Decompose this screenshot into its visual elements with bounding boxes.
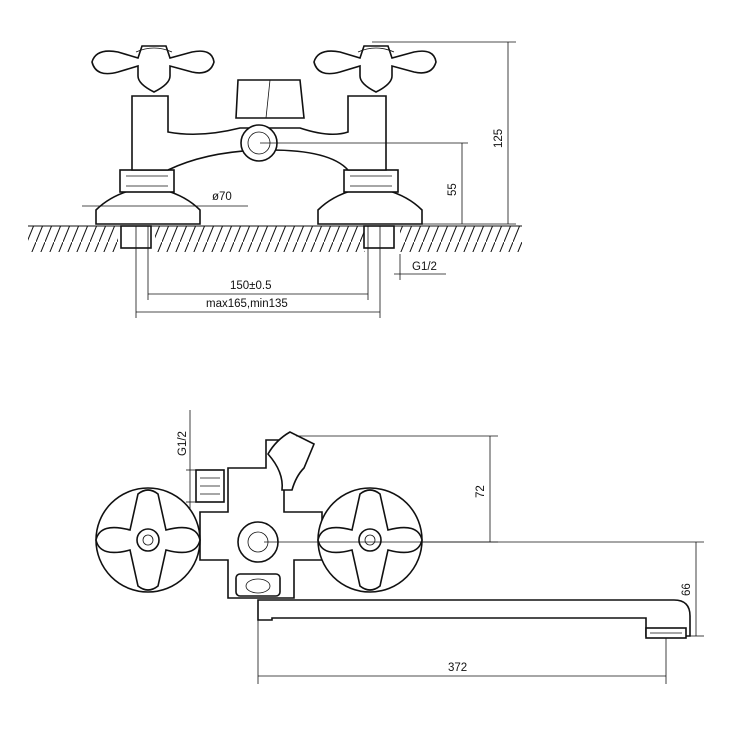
dimension-125: 125 [372,41,516,225]
front-elevation-view: 125 55 ø70 G1/2 150±0.5 [28,41,522,318]
dimension-66: 66 [420,541,704,637]
left-rosette-handle[interactable] [95,487,201,593]
right-cross-handle[interactable] [313,45,437,93]
bottom-thread-label: G1/2 [177,431,189,456]
dimension-dia70: ø70 [82,191,248,207]
top-thread-label: G1/2 [412,261,437,273]
dim-125-label: 125 [493,129,505,148]
dimension-372: 372 [257,620,667,684]
dim-66-label: 66 [681,583,693,596]
dimension-max-min: max165,min135 [136,298,380,313]
right-rosette-handle[interactable] [317,487,423,593]
top-thread-callout: G1/2 [394,254,446,280]
dimension-55: 55 [260,142,468,224]
plan-body [199,439,323,599]
dimension-150: 150±0.5 [135,226,381,318]
side-connector: G1/2 [177,410,225,510]
dim-72-label: 72 [475,485,487,498]
dim-dia70-label: ø70 [212,191,232,203]
dim-max-min-label: max165,min135 [206,298,288,310]
dim-55-label: 55 [447,183,459,196]
wall-hatching [28,225,522,252]
dim-150-label: 150±0.5 [230,280,272,292]
right-escutcheon [317,169,423,249]
dim-372-label: 372 [448,662,467,674]
mixer-body [131,79,387,171]
left-cross-handle[interactable] [91,45,215,93]
plan-view: G1/2 72 66 [95,410,704,684]
spout[interactable] [257,599,691,639]
shower-holder [267,431,316,491]
